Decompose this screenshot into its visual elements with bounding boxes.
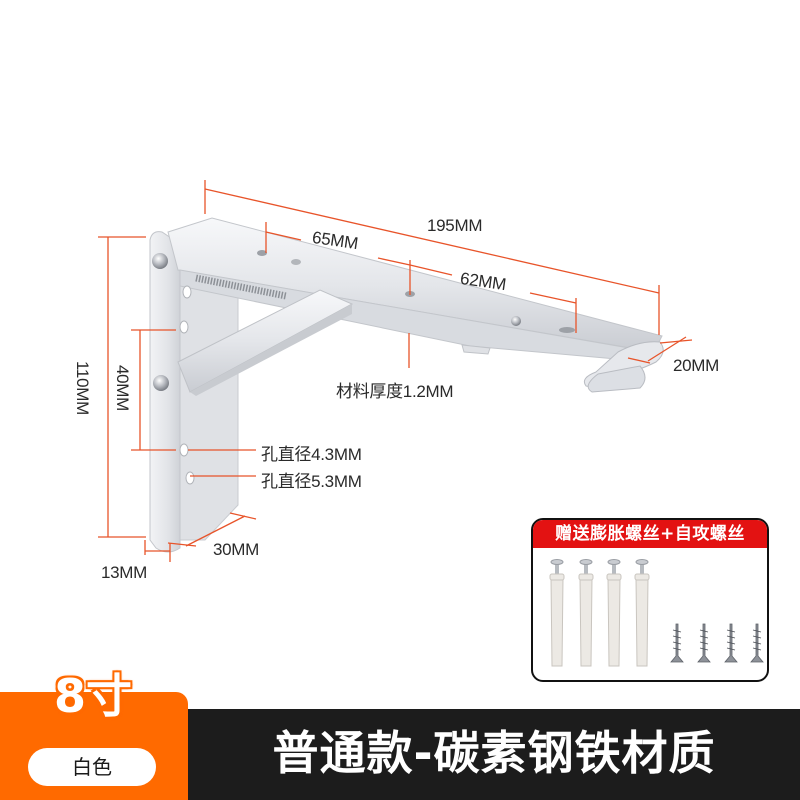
dim-110mm-label: 110MM xyxy=(72,361,92,415)
bracket xyxy=(149,217,664,553)
accessories-header: 赠送膨胀螺丝+自攻螺丝 xyxy=(533,520,767,548)
dim-195mm-label: 195MM xyxy=(427,216,483,235)
accessories-image xyxy=(533,548,767,680)
material-thickness-label: 材料厚度1.2MM xyxy=(336,382,454,401)
product-title: 普通款-碳素钢铁材质 xyxy=(272,726,716,780)
title-bar: 普通款-碳素钢铁材质 xyxy=(188,709,800,800)
accessories-box: 赠送膨胀螺丝+自攻螺丝 xyxy=(531,518,769,682)
dimension-lines xyxy=(98,180,693,562)
screws-and-anchors-icon xyxy=(549,559,764,667)
size-label: 8寸 xyxy=(53,669,132,723)
dim-20mm-label: 20MM xyxy=(673,356,720,375)
dim-30mm-label: 30MM xyxy=(213,540,260,559)
self-tapping-screws xyxy=(670,623,764,663)
color-badge: 白色 xyxy=(28,748,156,786)
dim-13mm-label: 13MM xyxy=(101,563,148,582)
dim-40mm-label: 40MM xyxy=(113,364,133,412)
expansion-anchors xyxy=(549,559,650,667)
hole-diameter-large-label: 孔直径5.3MM xyxy=(261,472,362,491)
hole-diameter-small-label: 孔直径4.3MM xyxy=(261,445,362,464)
